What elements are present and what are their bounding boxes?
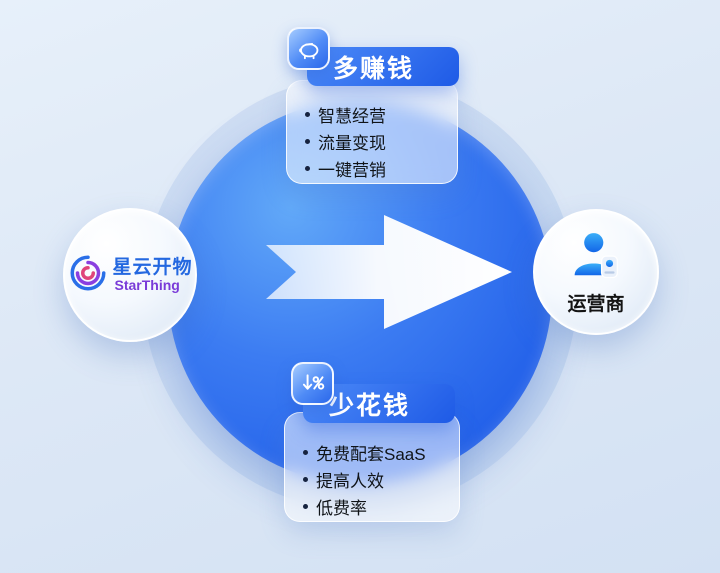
earn-more-card: 智慧经营 流量变现 一键营销 — [286, 80, 458, 184]
list-item: 智慧经营 — [305, 101, 457, 128]
earn-more-list: 智慧经营 流量变现 一键营销 — [287, 81, 457, 182]
list-item: 流量变现 — [305, 128, 457, 155]
brand-text-group: 星云开物 StarThing — [112, 257, 192, 294]
spend-less-card: 免费配套SaaS 提高人效 低费率 — [284, 412, 460, 522]
operator-node: 运营商 — [533, 209, 659, 335]
list-item-label: 流量变现 — [318, 134, 386, 153]
spend-less-title-badge: 少花钱 — [303, 384, 455, 423]
brand-name-cn: 星云开物 — [112, 256, 193, 278]
piggy-bank-icon — [287, 27, 330, 70]
list-item: 一键营销 — [305, 155, 457, 182]
brand-node: 星云开物 StarThing — [63, 208, 197, 342]
list-item: 提高人效 — [303, 466, 459, 493]
operator-person-icon — [569, 228, 623, 287]
list-item: 低费率 — [303, 493, 459, 520]
discount-percent-icon — [291, 362, 334, 405]
flow-arrow — [266, 212, 514, 332]
bullet-dot — [305, 166, 310, 171]
list-item-label: 智慧经营 — [318, 107, 386, 126]
brand-lockup: 星云开物 StarThing — [67, 252, 192, 299]
spend-less-list: 免费配套SaaS 提高人效 低费率 — [285, 413, 459, 520]
earn-more-title: 多赚钱 — [333, 54, 415, 83]
list-item: 免费配套SaaS — [303, 439, 459, 466]
bullet-dot — [305, 139, 310, 144]
bullet-dot — [303, 504, 308, 509]
earn-more-title-badge: 多赚钱 — [307, 47, 459, 86]
list-item-label: 提高人效 — [316, 472, 384, 491]
operator-label: 运营商 — [567, 294, 625, 315]
bullet-dot — [303, 477, 308, 482]
bullet-dot — [303, 450, 308, 455]
list-item-label: 低费率 — [316, 499, 367, 518]
arrow-right-icon — [266, 215, 512, 329]
list-item-label: 免费配套SaaS — [316, 445, 426, 464]
brand-name-en: StarThing — [114, 276, 180, 293]
starthing-swirl-logo-icon — [67, 252, 109, 299]
list-item-label: 一键营销 — [318, 161, 386, 180]
spend-less-title: 少花钱 — [329, 391, 411, 420]
bullet-dot — [305, 112, 310, 117]
